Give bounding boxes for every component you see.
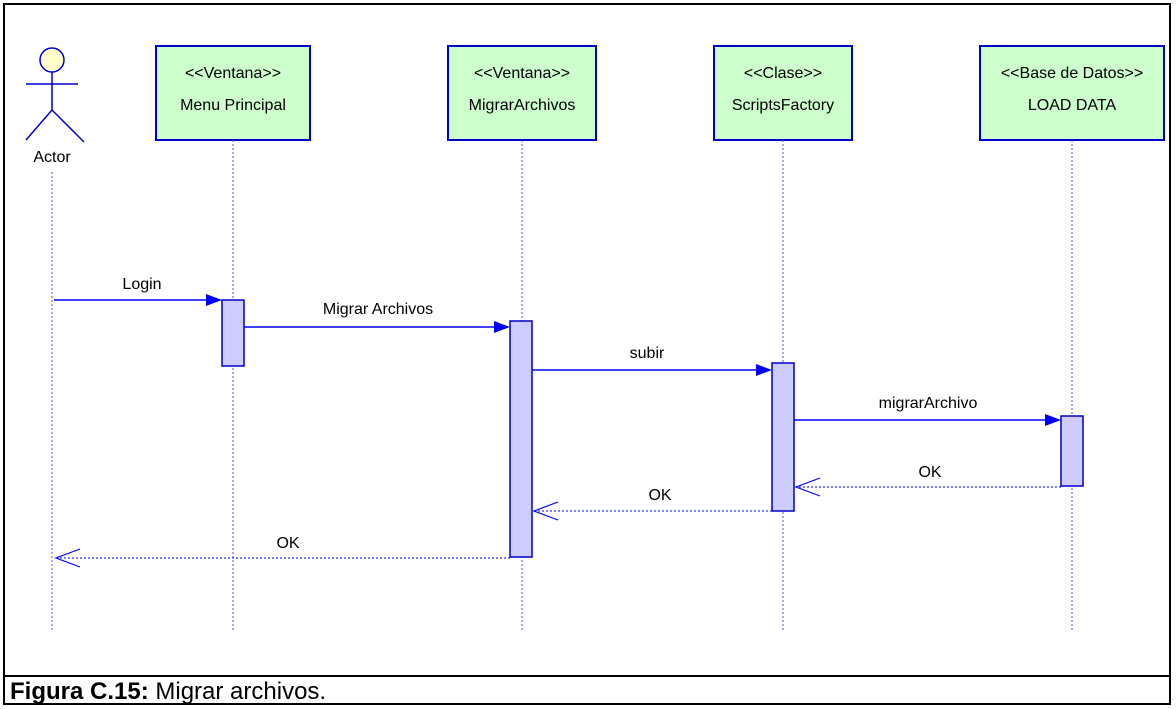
object-load: <<Base de Datos>> LOAD DATA	[979, 45, 1165, 141]
activation-scripts	[771, 362, 795, 512]
message-label: Migrar Archivos	[323, 301, 433, 318]
caption-separator	[3, 675, 1171, 677]
object-scripts: <<Clase>> ScriptsFactory	[713, 45, 853, 141]
object-stereotype: <<Ventana>>	[474, 65, 570, 82]
message-label: OK	[648, 487, 671, 504]
message-label: OK	[276, 535, 299, 552]
object-migrar: <<Ventana>> MigrarArchivos	[447, 45, 597, 141]
diagram-frame	[3, 3, 1171, 705]
message-label: subir	[630, 345, 665, 362]
object-name: MigrarArchivos	[469, 97, 576, 114]
object-stereotype: <<Clase>>	[744, 65, 822, 82]
return-ok-load: OK	[794, 464, 1061, 497]
actor: Actor	[25, 47, 85, 166]
actor-head	[39, 47, 65, 73]
figure-caption: Figura C.15: Migrar archivos.	[10, 677, 326, 707]
message-subir: subir	[532, 345, 772, 376]
object-stereotype: <<Ventana>>	[185, 65, 281, 82]
object-stereotype: <<Base de Datos>>	[1001, 65, 1143, 82]
message-label: migrarArchivo	[879, 395, 978, 412]
object-box	[155, 45, 311, 141]
object-box	[447, 45, 597, 141]
message-migrar-archivos: Migrar Archivos	[244, 301, 510, 333]
object-box	[979, 45, 1165, 141]
actor-leg-right	[51, 109, 85, 143]
object-name: LOAD DATA	[1028, 97, 1117, 114]
message-login: Login	[54, 276, 222, 306]
activation-menu	[221, 299, 245, 367]
caption-text: Migrar archivos.	[148, 678, 327, 705]
message-label: Login	[122, 276, 161, 293]
activation-migrar	[509, 320, 533, 558]
return-ok-migrar: OK	[54, 535, 510, 568]
actor-leg-left	[25, 109, 53, 141]
object-menu: <<Ventana>> Menu Principal	[155, 45, 311, 141]
object-name: Menu Principal	[180, 97, 286, 114]
object-box	[713, 45, 853, 141]
message-migrar-archivo: migrarArchivo	[794, 395, 1061, 426]
activation-load	[1060, 415, 1084, 487]
return-ok-scripts: OK	[532, 487, 772, 521]
caption-number: Figura C.15:	[10, 678, 149, 705]
message-label: OK	[918, 464, 941, 481]
object-name: ScriptsFactory	[732, 97, 834, 114]
actor-label: Actor	[33, 149, 71, 166]
